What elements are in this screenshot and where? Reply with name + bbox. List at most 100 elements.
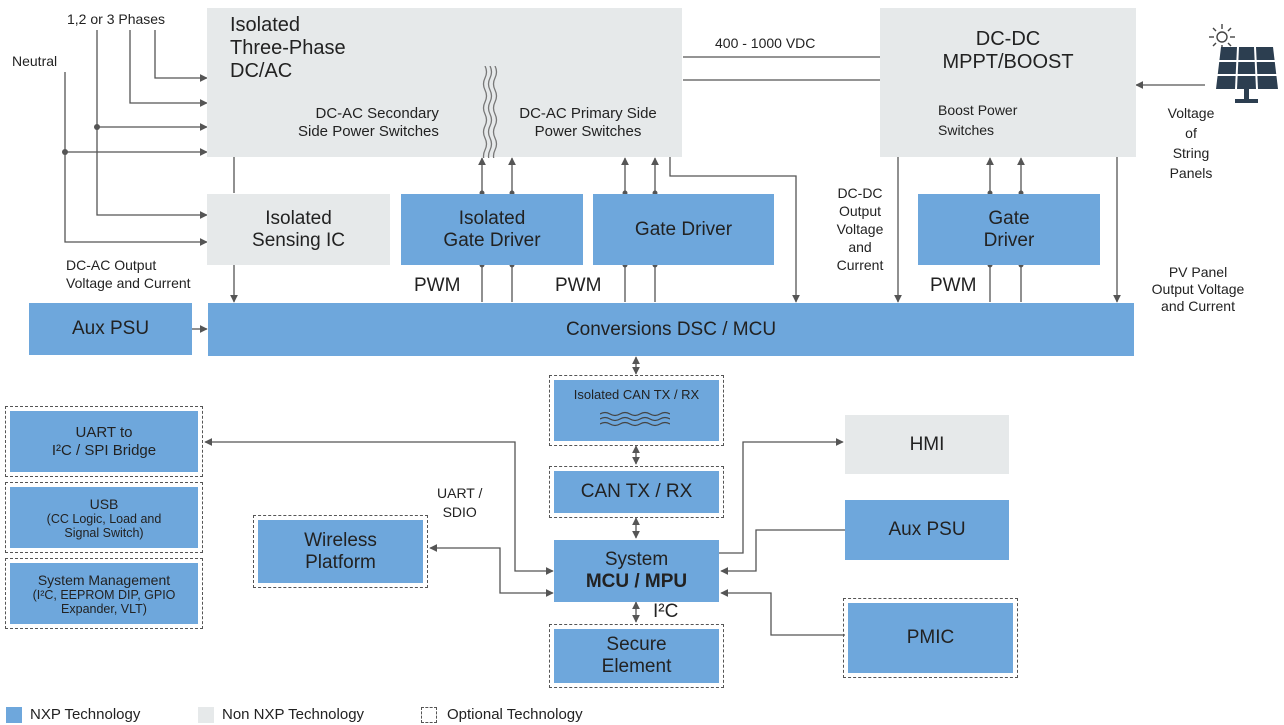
uart-bridge-block: UART to I²C / SPI Bridge <box>10 411 198 472</box>
pmic-optional-frame <box>843 598 1018 678</box>
dcac-primary-line2: Power Switches <box>534 123 642 140</box>
dcdc-output-label: DC-DC Output Voltage and Current <box>826 184 894 274</box>
conversions-dsc-mcu-block: Conversions DSC / MCU <box>208 303 1134 356</box>
isolated-sensing-line2: Sensing IC <box>252 229 345 251</box>
isolated-can-label: Isolated CAN TX / RX <box>573 387 700 402</box>
legend-non-nxp-swatch <box>198 707 214 723</box>
dcac-secondary-line1: DC-AC Secondary <box>315 105 439 122</box>
usb-line3: Signal Switch) <box>64 525 144 540</box>
legend-optional-label: Optional Technology <box>447 706 583 723</box>
uart-bridge-optional-frame <box>5 406 203 477</box>
pwm-label-1: PWM <box>414 275 461 296</box>
system-line2: MCU / MPU <box>585 571 688 592</box>
pv-output-line1: PV Panel <box>1168 264 1228 280</box>
can-optional-frame <box>549 466 724 518</box>
gate-driver-2-line2: Driver <box>983 229 1035 251</box>
aux-psu-bottom-block: Aux PSU <box>845 500 1009 560</box>
pwm-label-2: PWM <box>555 275 602 296</box>
dcdc-output-line1: DC-DC <box>837 185 883 201</box>
dcdc-output-line4: and <box>848 239 872 255</box>
gate-driver-2-block: Gate Driver <box>918 194 1100 265</box>
dcac-primary-line1: DC-AC Primary Side <box>519 105 657 122</box>
system-mgmt-line2: (I²C, EEPROM DIP, GPIO <box>32 587 176 602</box>
can-tx-rx-block: CAN TX / RX <box>554 471 719 513</box>
system-mgmt-block: System Management (I²C, EEPROM DIP, GPIO… <box>10 563 198 624</box>
isolated-gate-driver-line2: Gate Driver <box>443 229 541 251</box>
dcac-title-line2: Three-Phase <box>230 37 346 59</box>
hmi-block: HMI <box>845 415 1009 474</box>
isolated-can-block: Isolated CAN TX / RX <box>554 380 719 441</box>
string-panels-line4: Panels <box>1169 165 1213 181</box>
aux-psu-top-block: Aux PSU <box>29 303 192 355</box>
system-line1: System <box>604 549 669 570</box>
pwm-label-3: PWM <box>930 275 977 296</box>
string-panels-line2: of <box>1185 125 1197 141</box>
secure-element-line2: Element <box>601 656 672 677</box>
uart-sdio-line1: UART / <box>437 485 483 501</box>
system-mcu-mpu-block: System MCU / MPU <box>554 540 719 602</box>
usb-optional-frame <box>5 482 203 553</box>
pv-output-label: PV Panel Output Voltage and Current <box>1136 264 1260 315</box>
dcdc-block: DC-DC MPPT/BOOST <box>880 8 1136 157</box>
dcdc-switches-line1: Boost Power <box>938 102 1018 118</box>
system-mgmt-line1: System Management <box>37 571 171 588</box>
dcac-block <box>207 8 682 157</box>
usb-line2: (CC Logic, Load and <box>46 511 162 526</box>
dcdc-title-line2: MPPT/BOOST <box>942 51 1074 73</box>
isolated-gate-driver-line1: Isolated <box>458 207 526 229</box>
dcdc-output-line2: Output <box>838 203 882 219</box>
solar-panel-icon <box>1216 46 1278 103</box>
dcac-output-line1: DC-AC Output <box>66 257 157 273</box>
legend-optional-swatch <box>421 707 437 723</box>
dc-bus-label: 400 - 1000 VDC <box>715 35 816 51</box>
wireless-platform-block: Wireless Platform <box>258 520 423 583</box>
uart-bridge-line2: I²C / SPI Bridge <box>51 441 157 459</box>
dcac-primary-label: DC-AC Primary Side Power Switches <box>503 105 673 141</box>
system-mgmt-optional-frame <box>5 558 203 629</box>
wireless-line1: Wireless <box>304 529 377 551</box>
secure-element-line1: Secure <box>606 634 667 655</box>
string-panels-line1: Voltage <box>1167 105 1215 121</box>
neutral-label: Neutral <box>12 53 58 69</box>
secure-element-block: Secure Element <box>554 629 719 683</box>
dcac-output-line2: Voltage and Current <box>66 275 191 291</box>
isolated-sensing-block: Isolated Sensing IC <box>207 194 390 265</box>
pv-output-line2: Output Voltage <box>1151 281 1245 297</box>
dcac-output-label: DC-AC Output Voltage and Current <box>66 256 191 292</box>
legend-nxp-label: NXP Technology <box>30 706 141 723</box>
phases-label: 1,2 or 3 Phases <box>67 11 166 27</box>
gate-driver-2-line1: Gate <box>988 207 1030 229</box>
string-panels-line3: String <box>1172 145 1210 161</box>
secure-element-optional-frame <box>549 624 724 688</box>
dcdc-switches-label: Boost Power Switches <box>938 100 1017 140</box>
gate-driver-block: Gate Driver <box>593 194 774 265</box>
system-mgmt-line3: Expander, VLT) <box>61 601 147 616</box>
pmic-block: PMIC <box>848 603 1013 673</box>
uart-sdio-line2: SDIO <box>442 504 477 520</box>
dcdc-output-line3: Voltage <box>836 221 884 237</box>
isolation-wave-icon <box>600 411 670 427</box>
dcdc-output-line5: Current <box>836 257 884 273</box>
isolated-can-optional-frame <box>549 375 724 446</box>
dcac-title-line1: Isolated <box>230 14 301 36</box>
legend-nxp-swatch <box>6 707 22 723</box>
i2c-label: I²C <box>653 601 679 622</box>
legend-non-nxp-label: Non NXP Technology <box>222 706 365 723</box>
dcac-secondary-line2: Side Power Switches <box>298 123 439 140</box>
wireless-optional-frame <box>253 515 428 588</box>
isolated-gate-driver-block: Isolated Gate Driver <box>401 194 583 265</box>
dcac-title: Isolated Three-Phase DC/AC <box>230 14 346 83</box>
pv-output-line3: and Current <box>1161 298 1235 314</box>
wireless-line2: Platform <box>305 551 376 573</box>
uart-sdio-label: UART / SDIO <box>437 484 482 522</box>
usb-line1: USB <box>89 495 119 512</box>
dcdc-switches-line2: Switches <box>938 122 995 138</box>
isolation-barrier-icon <box>482 66 498 158</box>
usb-block: USB (CC Logic, Load and Signal Switch) <box>10 487 198 548</box>
dcdc-title-line1: DC-DC <box>975 28 1041 50</box>
string-panels-label: Voltage of String Panels <box>1163 103 1219 183</box>
dcac-secondary-label: DC-AC Secondary Side Power Switches <box>298 105 439 141</box>
uart-bridge-line1: UART to <box>75 423 133 441</box>
